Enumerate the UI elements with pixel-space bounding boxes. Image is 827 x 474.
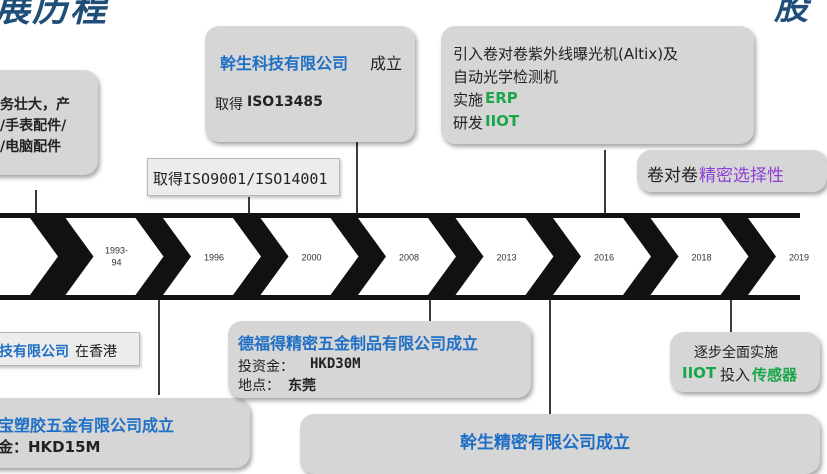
connector-line-defude xyxy=(429,300,431,322)
timeline-year-label: 2016 xyxy=(594,253,614,263)
event-box-iiot-rollout: 逐步全面实施 IIOT 投入 传感器 xyxy=(670,332,820,392)
timeline-year-label: 2018 xyxy=(691,253,711,263)
event-iiot-rollout-iiot: IIOT xyxy=(682,364,717,382)
event-hk-company: 技有限公司 xyxy=(0,344,69,360)
event-expansion-line3: /电脑配件 xyxy=(0,139,62,155)
page-title-right-fragment: 股 xyxy=(774,0,808,28)
timeline-chevron xyxy=(553,218,651,295)
event-defude-place-label: 地点： xyxy=(238,378,280,394)
connector-line-altix xyxy=(604,150,606,213)
timeline-chevron xyxy=(650,218,749,295)
event-box-defude: 德福得精密五金制品有限公司成立 投资金： HKD30M 地点： 东莞 xyxy=(228,321,531,398)
event-defude-place: 东莞 xyxy=(288,378,316,394)
event-altix-erp-prefix: 实施 xyxy=(453,91,484,109)
connector-line-left-top xyxy=(35,190,37,213)
event-altix-iiot-prefix: 研发 xyxy=(453,114,484,132)
event-box-iso9001: 取得ISO9001/ISO14001 xyxy=(147,158,340,196)
event-box-hk: 技有限公司 在香港 xyxy=(0,332,140,366)
timeline-chevron xyxy=(260,218,359,295)
connector-line-iso9001 xyxy=(248,197,250,213)
event-box-gansheng-tech: 幹生科技有限公司 成立 取得 ISO13485 xyxy=(205,26,415,142)
event-expansion-line2: /手表配件/ xyxy=(0,118,67,134)
event-iiot-rollout-sensor: 传感器 xyxy=(752,366,798,384)
event-defude-company: 德福得精密五金制品有限公司成立 xyxy=(238,334,479,353)
timeline-chevron xyxy=(358,218,456,295)
event-gansheng-tech-iso-prefix: 取得 xyxy=(215,97,243,113)
event-altix-erp: ERP xyxy=(485,89,518,107)
timeline-year-labels: 1993- 94 1996 2000 2008 2013 2016 2018 2019 xyxy=(105,246,809,268)
connector-line-hk xyxy=(158,300,160,395)
timeline-year-label: 2013 xyxy=(496,253,516,263)
timeline-chevron xyxy=(455,218,554,295)
timeline-chevron xyxy=(65,218,164,295)
timeline-chevron xyxy=(748,218,827,295)
event-box-expansion: 务壮大，产 /手表配件/ /电脑配件 xyxy=(0,70,98,175)
timeline-chevron xyxy=(163,218,261,295)
timeline-chevrons xyxy=(0,218,827,295)
connector-line-gansheng-precision xyxy=(549,300,551,415)
event-box-r2r: 卷对卷 精密选择性 xyxy=(637,150,827,192)
event-altix-iiot: IIOT xyxy=(485,112,520,130)
event-expansion-line1: 务壮大，产 xyxy=(0,97,70,113)
event-gansheng-tech-company: 幹生科技有限公司 xyxy=(220,54,349,73)
event-gansheng-tech-suffix: 成立 xyxy=(370,54,403,73)
event-altix-line2: 自动光学检测机 xyxy=(453,68,559,86)
timeline-band: 1993- 94 1996 2000 2008 2013 2016 2018 2019 xyxy=(0,213,827,300)
event-altix-line1: 引入卷对卷紫外线曝光机(Altix)及 xyxy=(453,45,679,63)
timeline-year-label: 94 xyxy=(111,258,121,268)
event-gansheng-precision-company: 幹生精密有限公司成立 xyxy=(460,433,630,453)
timeline-year-label: 2000 xyxy=(301,253,321,263)
event-baosu-company: 宝塑胶五金有限公司成立 xyxy=(0,416,175,435)
event-defude-invest: HKD30M xyxy=(310,356,361,372)
event-defude-invest-label: 投资金： xyxy=(238,359,294,375)
event-box-gansheng-precision: 幹生精密有限公司成立 xyxy=(300,414,820,474)
event-r2r-highlight: 精密选择性 xyxy=(699,166,784,186)
timeline-year-label: 1996 xyxy=(204,253,224,263)
event-iiot-rollout-middle: 投入 xyxy=(720,366,751,384)
connector-line-iiot xyxy=(730,300,732,332)
event-iso9001-text: 取得ISO9001/ISO14001 xyxy=(153,170,328,188)
event-gansheng-tech-iso: ISO13485 xyxy=(247,94,323,110)
event-hk-suffix: 在香港 xyxy=(75,344,117,360)
timeline-year-label: 2008 xyxy=(399,253,419,263)
page-title: 展历程 xyxy=(0,0,109,30)
connector-line-gansheng-tech xyxy=(356,142,358,213)
event-box-baosu: 宝塑胶五金有限公司成立 金：HKD15M xyxy=(0,398,250,468)
event-r2r-prefix: 卷对卷 xyxy=(647,166,698,186)
timeline-year-label: 1993- xyxy=(105,246,128,256)
event-iiot-rollout-line1: 逐步全面实施 xyxy=(694,345,778,361)
timeline-chevron-lead xyxy=(0,218,58,295)
event-box-altix: 引入卷对卷紫外线曝光机(Altix)及 自动光学检测机 实施 ERP 研发 II… xyxy=(441,26,754,144)
event-baosu-invest: 金：HKD15M xyxy=(0,438,101,456)
timeline-year-label: 2019 xyxy=(789,253,809,263)
